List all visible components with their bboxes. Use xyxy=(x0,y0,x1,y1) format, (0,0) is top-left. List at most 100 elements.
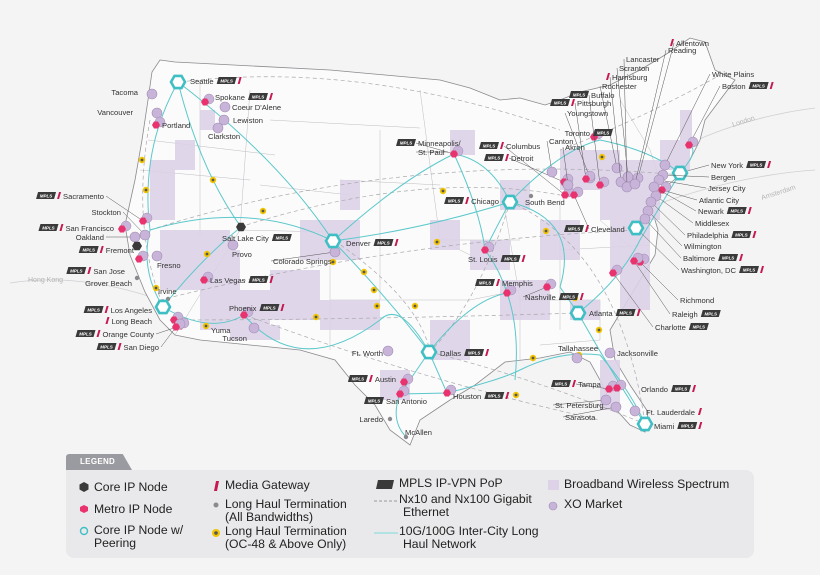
long-haul-oc48-marker xyxy=(152,284,160,292)
media-gateway-icon xyxy=(105,317,110,324)
city-marker-south-bend[interactable] xyxy=(528,193,534,199)
city-label: Detroit xyxy=(511,154,534,163)
long-haul-oc48-marker xyxy=(329,258,337,266)
city-marker-tacoma[interactable] xyxy=(146,88,158,100)
city-marker-canton[interactable] xyxy=(546,140,558,178)
city-label: Charlotte xyxy=(655,323,686,332)
city-marker-fresno[interactable] xyxy=(151,250,163,262)
mpls-badge: MPLS xyxy=(479,142,499,149)
city-marker-stockton[interactable] xyxy=(122,211,151,241)
city-marker-white-plains[interactable] xyxy=(659,73,711,171)
city-label: Denver xyxy=(346,239,371,248)
city-marker-los-angeles[interactable] xyxy=(154,299,172,315)
city-marker-ft-worth[interactable] xyxy=(382,345,394,357)
city-marker-fremont[interactable] xyxy=(132,241,142,251)
city-marker-buffalo[interactable] xyxy=(588,94,610,189)
city-marker-raleigh[interactable] xyxy=(630,252,671,315)
city-marker-clarkston[interactable] xyxy=(212,122,224,134)
city-marker-jacksonville[interactable] xyxy=(604,347,616,359)
city-marker-cleveland[interactable] xyxy=(570,186,590,230)
city-marker-akron[interactable] xyxy=(562,146,574,191)
city-label: Portland xyxy=(162,121,190,130)
city-label: Minneapolis/ xyxy=(418,139,462,148)
mpls-badge-text: MPLS xyxy=(752,83,765,88)
legend-core-peering-line1: Core IP Node w/ xyxy=(94,523,184,537)
city-marker-denver[interactable] xyxy=(324,233,342,249)
city-marker-san-diego[interactable] xyxy=(160,318,186,348)
city-marker-chicago[interactable] xyxy=(501,194,519,210)
city-marker-sarasota[interactable] xyxy=(562,401,622,418)
city-marker-atlanta[interactable] xyxy=(569,305,587,321)
city-label: Clarkston xyxy=(208,132,240,141)
city-marker-st-louis[interactable] xyxy=(481,241,495,254)
city-label: Pittsburgh xyxy=(577,99,611,108)
city-marker-seattle[interactable] xyxy=(169,74,187,90)
broadband-area xyxy=(200,110,215,130)
city-marker-minneapolis[interactable] xyxy=(415,142,464,158)
city-marker-san-antonio[interactable] xyxy=(396,385,410,398)
mpls-badge-text: MPLS xyxy=(573,92,586,97)
mpls-badge: MPLS xyxy=(216,77,237,84)
mpls-badge-text: MPLS xyxy=(352,376,365,381)
long-haul-oc48-marker xyxy=(512,391,520,399)
city-marker-tucson[interactable] xyxy=(248,322,260,334)
city-marker-mcallen[interactable] xyxy=(403,434,409,440)
mpls-badge-text: MPLS xyxy=(42,225,55,230)
mpls-badge: MPLS xyxy=(78,246,99,253)
city-marker-orlando[interactable] xyxy=(613,379,627,392)
city-marker-portland[interactable] xyxy=(152,116,166,129)
city-marker-washington-dc[interactable] xyxy=(627,220,680,271)
city-label: Orange County xyxy=(103,330,155,339)
city-marker-charlotte[interactable] xyxy=(609,264,654,328)
city-marker-reading[interactable] xyxy=(629,49,667,190)
long-haul-oc48-marker xyxy=(142,186,150,194)
city-marker-provo[interactable] xyxy=(227,239,239,251)
city-marker-vancouver[interactable] xyxy=(151,107,163,119)
city-marker-dallas[interactable] xyxy=(420,344,438,360)
city-marker-st-petersburg[interactable] xyxy=(552,394,612,406)
city-marker-san-jose[interactable] xyxy=(135,250,149,263)
city-marker-salt-lake-city[interactable] xyxy=(236,222,246,232)
city-marker-san-francisco[interactable] xyxy=(118,220,132,233)
city-marker-pittsburgh[interactable] xyxy=(574,102,596,183)
media-gateway-icon xyxy=(59,224,64,231)
city-label: Lewiston xyxy=(233,116,263,125)
city-marker-grover-beach[interactable] xyxy=(134,275,140,281)
broadband-area xyxy=(340,180,360,210)
mpls-badge: MPLS xyxy=(558,293,579,300)
city-label: Rochester xyxy=(602,82,637,91)
city-marker-nashville[interactable] xyxy=(522,278,557,298)
city-marker-atlantic-city[interactable] xyxy=(658,181,698,201)
mpls-badge-text: MPLS xyxy=(504,256,517,261)
city-marker-austin[interactable] xyxy=(400,373,414,386)
city-marker-oakland[interactable] xyxy=(106,231,141,243)
city-label: Atlanta xyxy=(589,309,613,318)
city-marker-houston[interactable] xyxy=(443,384,457,397)
media-gateway-icon xyxy=(57,192,62,199)
city-marker-sacramento[interactable] xyxy=(105,195,153,225)
city-marker-memphis[interactable] xyxy=(503,284,517,297)
city-marker-las-vegas[interactable] xyxy=(200,271,214,284)
mpls-badge-text: MPLS xyxy=(554,100,567,105)
mpls-badge-text: MPLS xyxy=(597,130,610,135)
media-gateway-icon xyxy=(394,239,399,246)
city-marker-spokane[interactable] xyxy=(201,93,215,106)
city-marker-tallahassee[interactable] xyxy=(571,352,583,364)
city-marker-ft-lauderdale[interactable] xyxy=(629,405,641,417)
city-marker-baltimore[interactable] xyxy=(639,213,682,259)
city-label: Tallahassee xyxy=(558,344,598,353)
city-label: Jacksonville xyxy=(617,349,658,358)
city-label: Miami xyxy=(654,422,675,431)
city-marker-miami[interactable] xyxy=(636,416,654,432)
city-label: Provo xyxy=(232,250,252,259)
long-haul-oc48-marker xyxy=(439,187,447,195)
mpls-badge-icon xyxy=(376,480,394,489)
city-marker-laredo[interactable] xyxy=(387,416,393,422)
city-marker-boston[interactable] xyxy=(685,85,721,149)
city-marker-phoenix[interactable] xyxy=(240,306,254,319)
city-marker-lewiston[interactable] xyxy=(218,114,230,126)
city-label: San Jose xyxy=(93,267,125,276)
mpls-badge-text: MPLS xyxy=(252,277,265,282)
city-label: Ft. Lauderdale xyxy=(646,408,695,417)
city-marker-coeur-d-alene[interactable] xyxy=(219,101,231,113)
